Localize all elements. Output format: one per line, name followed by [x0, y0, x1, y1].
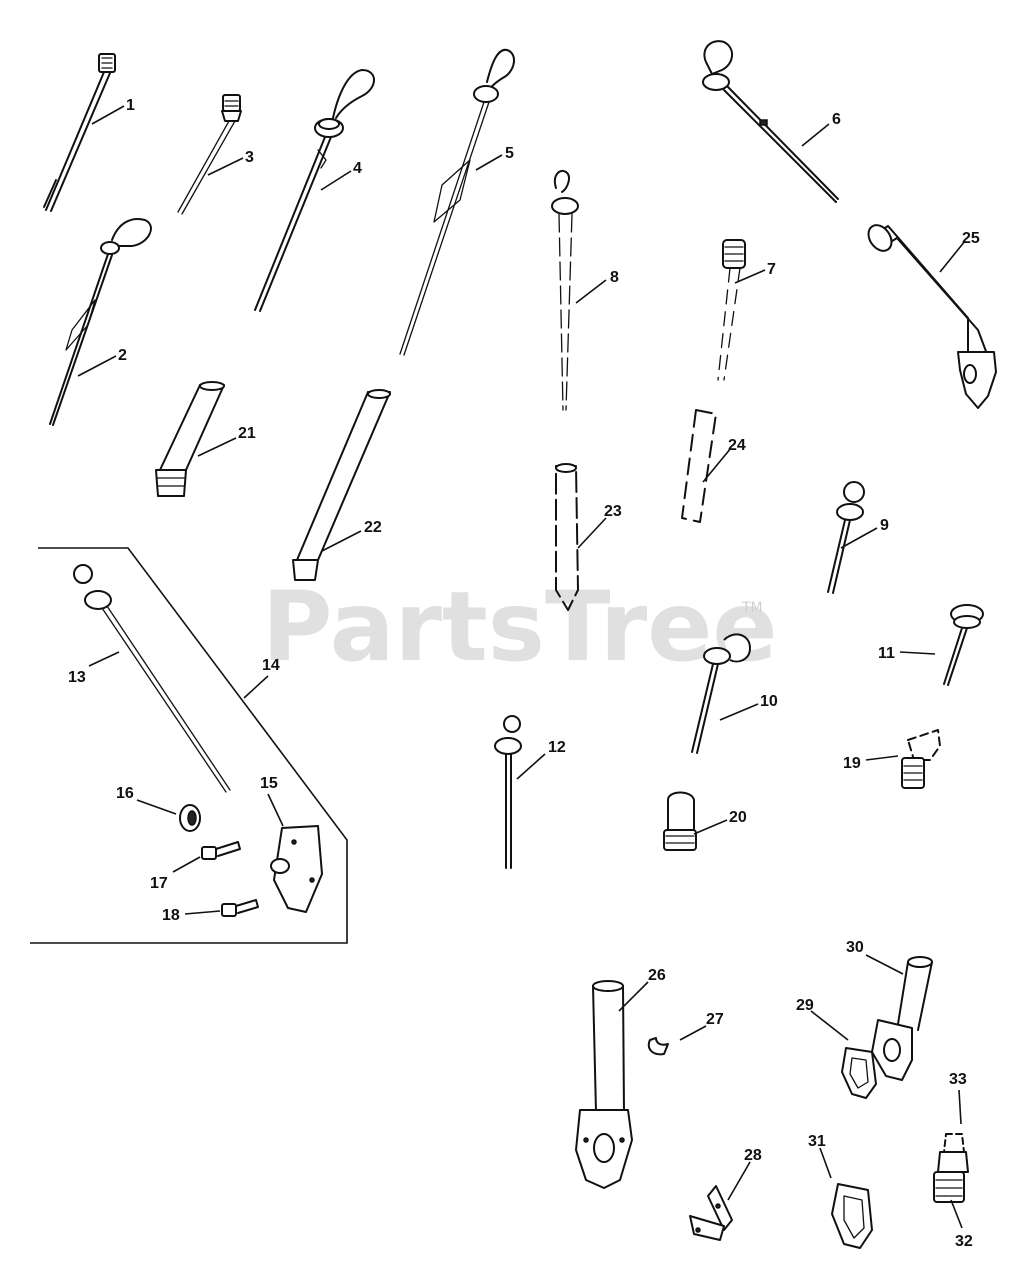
callout-32: 32 [955, 1233, 973, 1250]
callout-21: 21 [238, 425, 256, 442]
callout-3: 3 [245, 149, 254, 166]
part-31-gasket[interactable] [831, 1183, 873, 1249]
callout-11: 11 [878, 645, 895, 662]
callout-8: 8 [610, 269, 619, 286]
part-25-fill-tube[interactable] [864, 221, 997, 409]
callout-5: 5 [505, 145, 514, 162]
callout-10: 10 [760, 693, 778, 710]
part-17-screw[interactable] [201, 841, 241, 860]
callout-1: 1 [126, 97, 135, 114]
part-29-gasket[interactable] [841, 1047, 877, 1099]
callout-18: 18 [162, 907, 180, 924]
part-1-dipstick[interactable] [43, 53, 116, 212]
part-22-tube[interactable] [292, 389, 391, 581]
part-30-fill-tube[interactable] [871, 956, 933, 1081]
callout-14: 14 [262, 657, 280, 674]
part-32-33-fitting[interactable] [933, 1133, 969, 1203]
callout-25: 25 [962, 230, 980, 247]
part-2-dipstick[interactable] [49, 218, 152, 426]
part-16-seal[interactable] [179, 804, 201, 832]
callout-6: 6 [832, 111, 841, 128]
callout-labels: 1 2 3 4 5 6 7 8 9 10 11 12 13 14 15 16 1… [68, 97, 980, 1250]
part-6-dipstick[interactable] [702, 40, 839, 203]
callout-26: 26 [648, 967, 666, 984]
callout-33: 33 [949, 1071, 967, 1088]
part-19-cap[interactable] [901, 729, 941, 789]
callout-20: 20 [729, 809, 747, 826]
part-8-tube[interactable] [551, 169, 579, 411]
callout-30: 30 [846, 939, 864, 956]
callout-17: 17 [150, 875, 168, 892]
callout-19: 19 [843, 755, 861, 772]
part-12-dipstick[interactable] [494, 715, 522, 869]
inset-boundary [30, 547, 348, 944]
part-21-tube[interactable] [155, 381, 225, 497]
part-28-bracket[interactable] [689, 1185, 733, 1241]
callout-12: 12 [548, 739, 566, 756]
callout-13: 13 [68, 669, 86, 686]
part-13-dipstick[interactable] [73, 564, 231, 793]
part-7-tube[interactable] [717, 239, 746, 381]
watermark-text: PartsTree [262, 571, 777, 683]
callout-23: 23 [604, 503, 622, 520]
part-5-dipstick[interactable] [399, 48, 515, 356]
callout-28: 28 [744, 1147, 762, 1164]
part-15-cover[interactable] [270, 825, 323, 913]
callout-24: 24 [728, 437, 746, 454]
callout-2: 2 [118, 347, 127, 364]
part-24-tube[interactable] [681, 409, 717, 523]
part-11-dipstick[interactable] [943, 604, 984, 686]
callout-7: 7 [767, 261, 776, 278]
leader-lines [77, 105, 966, 1229]
callout-27: 27 [706, 1011, 724, 1028]
part-20-cap[interactable] [663, 791, 697, 851]
part-3-dipstick[interactable] [177, 94, 242, 215]
callout-31: 31 [808, 1133, 826, 1150]
callout-16: 16 [116, 785, 134, 802]
part-26-fill-tube[interactable] [575, 980, 633, 1189]
callout-4: 4 [353, 160, 362, 177]
part-10-dipstick[interactable] [691, 633, 751, 754]
part-9-dipstick[interactable] [827, 481, 865, 594]
callout-15: 15 [260, 775, 278, 792]
callout-9: 9 [880, 517, 889, 534]
part-18-screw[interactable] [221, 899, 259, 917]
callout-29: 29 [796, 997, 814, 1014]
part-27-clip[interactable] [647, 1037, 669, 1056]
callout-22: 22 [364, 519, 382, 536]
part-23-tube[interactable] [555, 463, 579, 611]
part-4-dipstick[interactable] [254, 69, 375, 312]
watermark-trademark: TM [741, 600, 763, 616]
